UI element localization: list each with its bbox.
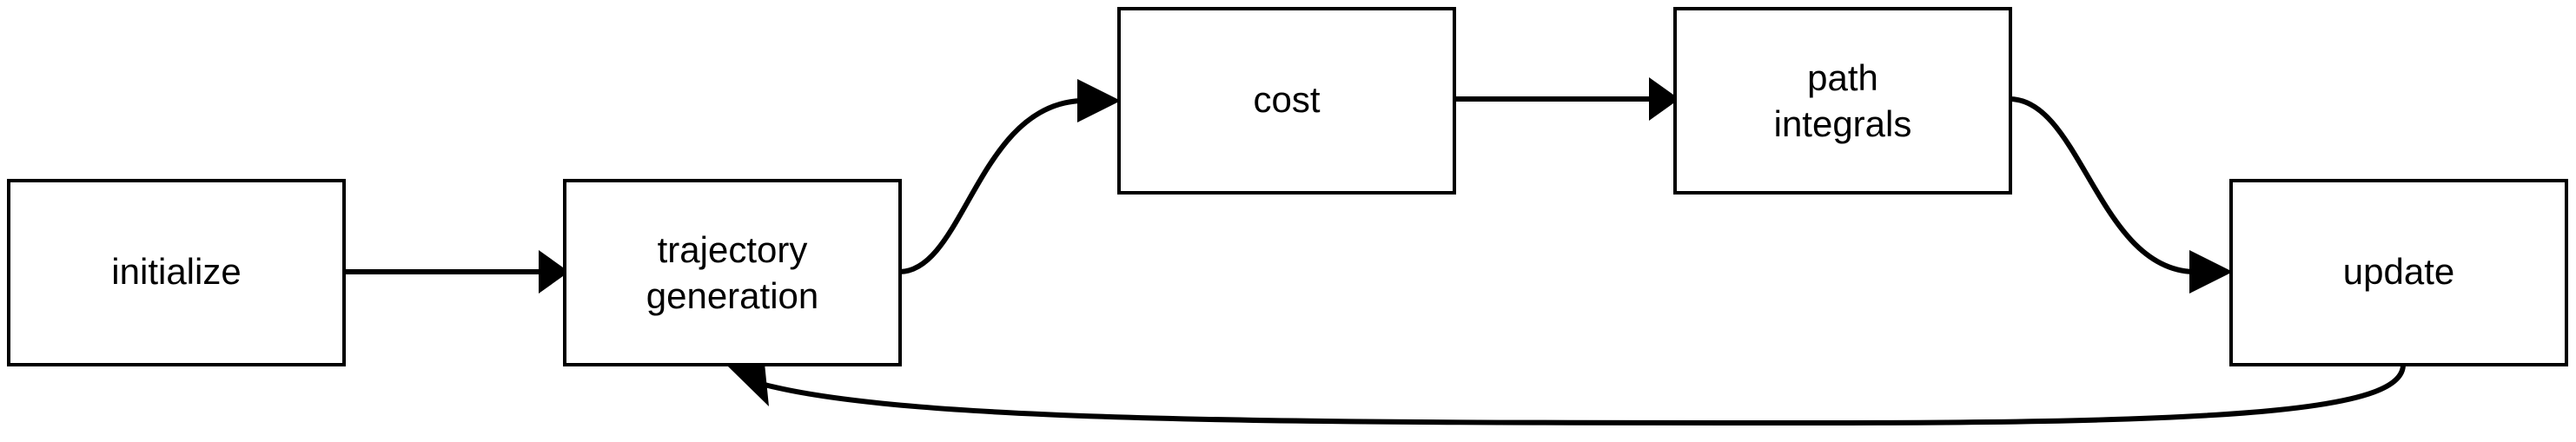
node-path-integrals[interactable]: path integrals	[1673, 7, 2012, 195]
node-initialize[interactable]: initialize	[7, 179, 346, 366]
arrowhead-icon	[1649, 77, 1679, 121]
arrowhead-icon	[539, 250, 569, 294]
edge-path-integrals-to-update	[2009, 96, 2233, 294]
node-path-integrals-label-line-2: integrals	[1774, 103, 1912, 144]
node-path-integrals-box[interactable]	[1673, 7, 2012, 195]
edge-cost-to-path-integrals	[1454, 77, 1679, 121]
edge-initialize-to-trajectory	[341, 250, 569, 294]
node-trajectory-generation[interactable]: trajectory generation	[563, 179, 902, 366]
node-update[interactable]: update	[2229, 179, 2568, 366]
edge-layer	[341, 77, 2406, 426]
arrowhead-icon	[1077, 79, 1121, 122]
node-cost-box[interactable]	[1117, 7, 1456, 195]
node-path-integrals-label-line-1: path	[1807, 57, 1878, 98]
edge-curve	[898, 98, 1083, 274]
edge-trajectory-to-cost	[898, 79, 1121, 274]
node-cost-label: cost	[1253, 79, 1320, 120]
node-update-label: update	[2343, 251, 2454, 292]
node-update-box[interactable]	[2229, 179, 2568, 366]
arrowhead-icon	[2189, 250, 2233, 294]
arrowhead-icon	[728, 363, 769, 406]
node-cost[interactable]: cost	[1117, 7, 1456, 195]
edge-curve	[764, 364, 2406, 426]
edge-update-to-trajectory-feedback	[728, 363, 2406, 426]
node-trajectory-generation-box[interactable]	[563, 179, 902, 366]
node-layer: initialize trajectory generation cost pa…	[7, 7, 2568, 366]
node-initialize-box[interactable]	[7, 179, 346, 366]
edge-curve	[2009, 96, 2195, 274]
node-trajectory-generation-label-line-2: generation	[646, 275, 819, 316]
node-trajectory-generation-label-line-1: trajectory	[658, 229, 808, 270]
node-initialize-label: initialize	[111, 251, 241, 292]
